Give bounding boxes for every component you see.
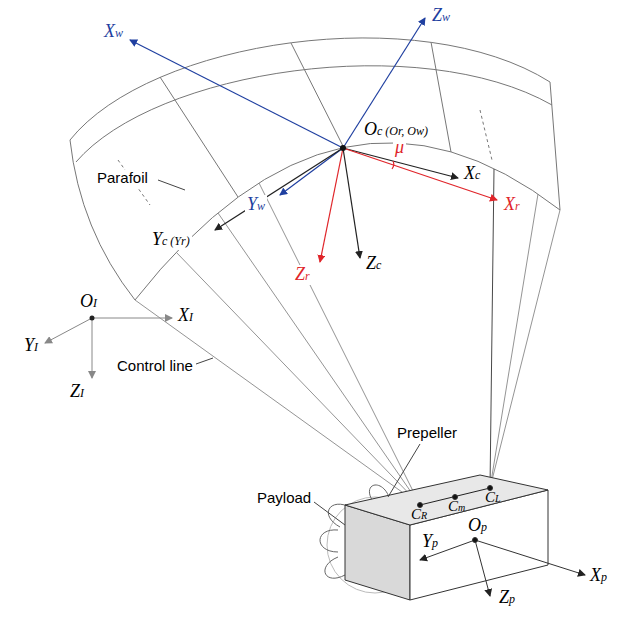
point-label: Cm	[447, 498, 466, 515]
leader-lines	[158, 180, 420, 525]
point-label: CL	[484, 489, 502, 506]
axis-label: Yc (Yr)	[150, 230, 192, 250]
point-label: CR	[410, 506, 428, 523]
payload-box-part	[345, 475, 548, 525]
suspension-lines-part	[490, 169, 494, 488]
payload-axes-part	[475, 540, 585, 575]
canopy-axes-part	[215, 148, 343, 230]
inertial-frame-part	[45, 318, 92, 343]
canopy-part	[480, 110, 492, 160]
axis-label: Zp	[497, 588, 517, 608]
canopy-axes-part	[130, 40, 343, 148]
part-name: Payload	[255, 490, 313, 507]
canopy-axes-part	[343, 148, 497, 200]
payload-axes-part	[475, 540, 490, 596]
leader-lines-part	[158, 180, 185, 190]
canopy-part	[160, 77, 238, 197]
canopy-axes-part	[280, 148, 343, 195]
leader-lines-part	[196, 358, 213, 364]
suspension-lines-part	[218, 213, 420, 505]
axis-label: ZI	[68, 382, 86, 402]
canopy-axes-part	[392, 161, 394, 169]
axis-label: XI	[176, 306, 195, 326]
angle-label: μ	[393, 138, 406, 158]
axis-label: Zr	[293, 265, 312, 285]
axis-label: Xc	[462, 164, 482, 184]
origin-label: Oc (Or, Ow)	[362, 120, 430, 140]
payload-box	[345, 475, 548, 600]
leader-lines-part	[388, 444, 420, 497]
inertial-frame-part	[92, 318, 93, 378]
canopy-axes-part	[343, 148, 360, 258]
suspension-lines	[135, 169, 560, 505]
canopy-part	[291, 43, 344, 148]
canopy-part	[431, 42, 451, 152]
canopy-part	[76, 66, 552, 162]
axis-label: Xp	[588, 566, 609, 586]
axis-label: Xw	[102, 22, 125, 42]
origin-label: OI	[78, 292, 99, 312]
inertial-frame-part	[92, 318, 172, 319]
axis-label: Zw	[430, 6, 452, 26]
part-name: Prepeller	[395, 425, 459, 442]
axis-label: YI	[22, 336, 40, 356]
axis-label: Yp	[420, 532, 440, 552]
canopy-axes-part	[320, 148, 343, 262]
suspension-lines-part	[490, 194, 538, 488]
axis-label: Zc	[364, 254, 383, 274]
origin-label: Op	[466, 516, 489, 536]
canopy-axes	[130, 18, 497, 262]
part-name: Parafoil	[95, 170, 150, 187]
axis-label: Xr	[502, 195, 522, 215]
canopy-axes-part	[340, 145, 346, 151]
propeller-part	[320, 530, 338, 552]
suspension-lines-part	[135, 300, 420, 505]
leader-lines-part	[314, 502, 345, 525]
payload-axes-part	[473, 538, 478, 543]
suspension-lines-part	[259, 183, 420, 505]
suspension-lines-part	[490, 210, 560, 488]
suspension-lines-part	[176, 252, 420, 505]
canopy-part	[70, 38, 560, 300]
axis-label: Yw	[245, 195, 267, 215]
inertial-frame-part	[90, 316, 95, 321]
canopy	[70, 38, 560, 300]
part-name: Control line	[115, 358, 195, 375]
propeller-part	[325, 557, 345, 578]
